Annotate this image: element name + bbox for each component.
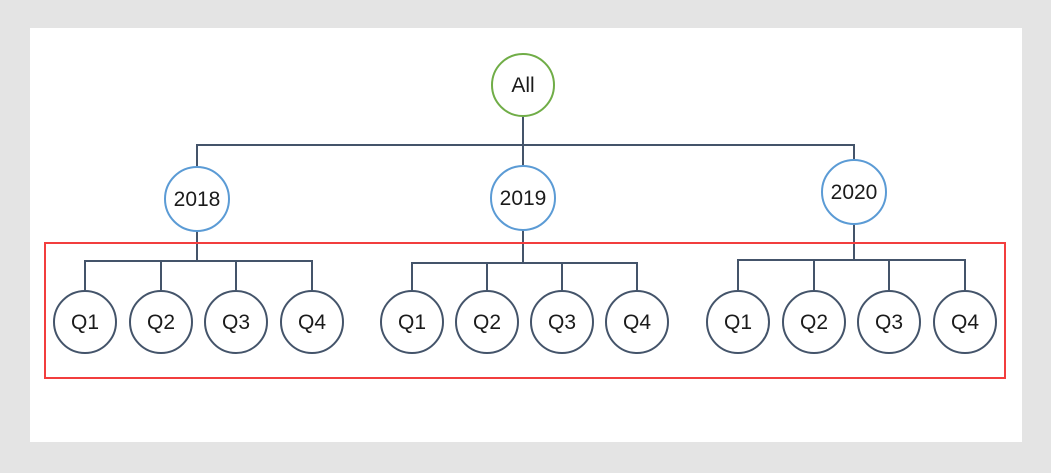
connector-line — [411, 262, 413, 290]
node-quarter-label: Q4 — [622, 310, 651, 334]
node-2019: 2019 — [490, 165, 556, 231]
connector-line — [636, 262, 638, 290]
node-2020-q3: Q3 — [857, 290, 921, 354]
connector-line — [737, 259, 739, 290]
node-quarter-label: Q3 — [221, 310, 250, 334]
node-2018: 2018 — [164, 166, 230, 232]
node-2020: 2020 — [821, 159, 887, 225]
connector-line — [813, 259, 815, 290]
connector-line — [84, 260, 86, 290]
node-2019-q1: Q1 — [380, 290, 444, 354]
connector-line — [196, 144, 198, 166]
connector-line — [196, 231, 198, 261]
connector-line — [160, 260, 162, 290]
node-year-label: 2019 — [499, 186, 547, 210]
node-quarter-label: Q1 — [723, 310, 752, 334]
node-quarter-label: Q2 — [472, 310, 501, 334]
node-quarter-label: Q1 — [397, 310, 426, 334]
connector-line — [522, 230, 524, 263]
connector-line — [738, 259, 965, 261]
connector-line — [522, 144, 524, 165]
node-2020-q1: Q1 — [706, 290, 770, 354]
node-quarter-label: Q2 — [146, 310, 175, 334]
node-quarter-label: Q4 — [297, 310, 326, 334]
node-2020-q4: Q4 — [933, 290, 997, 354]
connector-line — [964, 259, 966, 290]
quarters-highlight-box — [44, 242, 1006, 379]
node-2020-q2: Q2 — [782, 290, 846, 354]
node-2019-q4: Q4 — [605, 290, 669, 354]
node-2018-q3: Q3 — [204, 290, 268, 354]
connector-line — [197, 144, 854, 146]
connector-line — [235, 260, 237, 290]
connector-line — [522, 117, 524, 145]
connector-line — [853, 144, 855, 159]
node-2019-q2: Q2 — [455, 290, 519, 354]
node-quarter-label: Q2 — [799, 310, 828, 334]
node-all: All — [491, 53, 555, 117]
node-year-label: 2018 — [173, 187, 221, 211]
connector-line — [311, 260, 313, 290]
node-2018-q4: Q4 — [280, 290, 344, 354]
connector-line — [412, 262, 637, 264]
connector-line — [85, 260, 312, 262]
node-quarter-label: Q3 — [547, 310, 576, 334]
node-quarter-label: Q1 — [70, 310, 99, 334]
node-2018-q2: Q2 — [129, 290, 193, 354]
node-quarter-label: Q3 — [874, 310, 903, 334]
node-all-label: All — [511, 73, 535, 97]
connector-line — [486, 262, 488, 290]
connector-line — [888, 259, 890, 290]
node-2019-q3: Q3 — [530, 290, 594, 354]
node-year-label: 2020 — [830, 180, 878, 204]
node-2018-q1: Q1 — [53, 290, 117, 354]
node-quarter-label: Q4 — [950, 310, 979, 334]
connector-line — [561, 262, 563, 290]
